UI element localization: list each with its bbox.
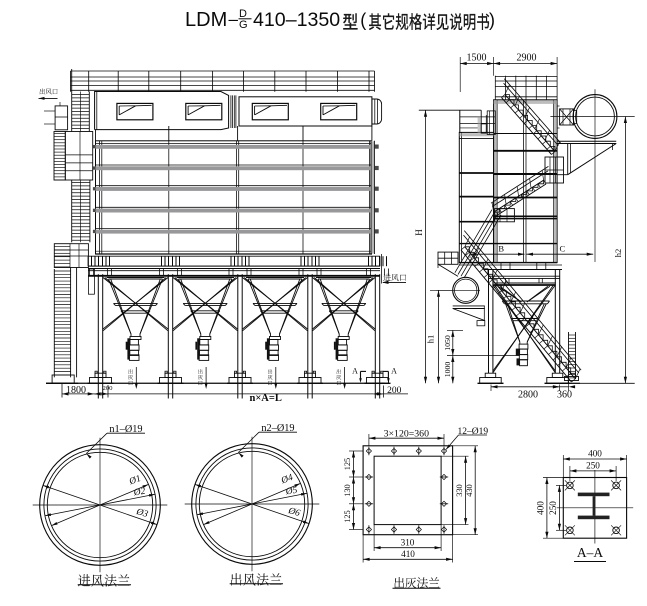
svg-text:C: C — [559, 244, 565, 254]
svg-text:Ø2: Ø2 — [132, 487, 146, 499]
svg-text:130: 130 — [343, 484, 352, 496]
svg-text:Ø1: Ø1 — [127, 474, 142, 488]
svg-text:400: 400 — [588, 448, 602, 458]
svg-text:n2–Ø19: n2–Ø19 — [261, 423, 294, 434]
svg-text:330: 330 — [455, 484, 464, 496]
svg-text:125: 125 — [343, 458, 352, 470]
svg-text:H: H — [414, 229, 424, 236]
svg-text:n1–Ø19: n1–Ø19 — [109, 424, 142, 435]
svg-text:B: B — [498, 244, 504, 254]
svg-text:2800: 2800 — [518, 389, 538, 400]
svg-text:D: D — [239, 8, 247, 20]
svg-text:–: – — [229, 10, 239, 29]
svg-text:LDM: LDM — [185, 9, 227, 31]
svg-text:250: 250 — [586, 460, 600, 470]
svg-text:n×A=L: n×A=L — [249, 393, 281, 404]
svg-text:125: 125 — [343, 510, 352, 522]
svg-text:360: 360 — [557, 389, 572, 400]
svg-text:A: A — [352, 367, 358, 376]
svg-text:400: 400 — [536, 501, 546, 515]
svg-text:2900: 2900 — [517, 53, 537, 64]
svg-text:1000: 1000 — [443, 362, 452, 378]
svg-text:Ø4: Ø4 — [279, 473, 295, 487]
svg-text:Ø3: Ø3 — [134, 507, 149, 520]
svg-text:A–A: A–A — [577, 545, 603, 560]
svg-text:410: 410 — [401, 549, 415, 559]
svg-text:1800: 1800 — [66, 385, 86, 396]
svg-text:Ø5: Ø5 — [284, 486, 298, 498]
svg-text:410–1350: 410–1350 — [253, 9, 340, 31]
svg-text:h1: h1 — [426, 335, 436, 344]
svg-text:G: G — [239, 19, 248, 31]
svg-text:3×120=360: 3×120=360 — [384, 429, 429, 440]
svg-text:Ø6: Ø6 — [286, 506, 301, 519]
svg-text:): ) — [489, 10, 495, 30]
svg-text:310: 310 — [401, 538, 415, 548]
svg-text:A: A — [391, 367, 397, 376]
svg-text:(: ( — [360, 10, 366, 30]
svg-text:200: 200 — [387, 386, 402, 396]
svg-text:430: 430 — [465, 484, 474, 496]
svg-text:1500: 1500 — [467, 53, 487, 64]
svg-text:12–Ø19: 12–Ø19 — [457, 427, 488, 437]
svg-text:250: 250 — [548, 501, 558, 515]
svg-text:h2: h2 — [613, 249, 623, 258]
svg-text:1050: 1050 — [443, 335, 452, 351]
